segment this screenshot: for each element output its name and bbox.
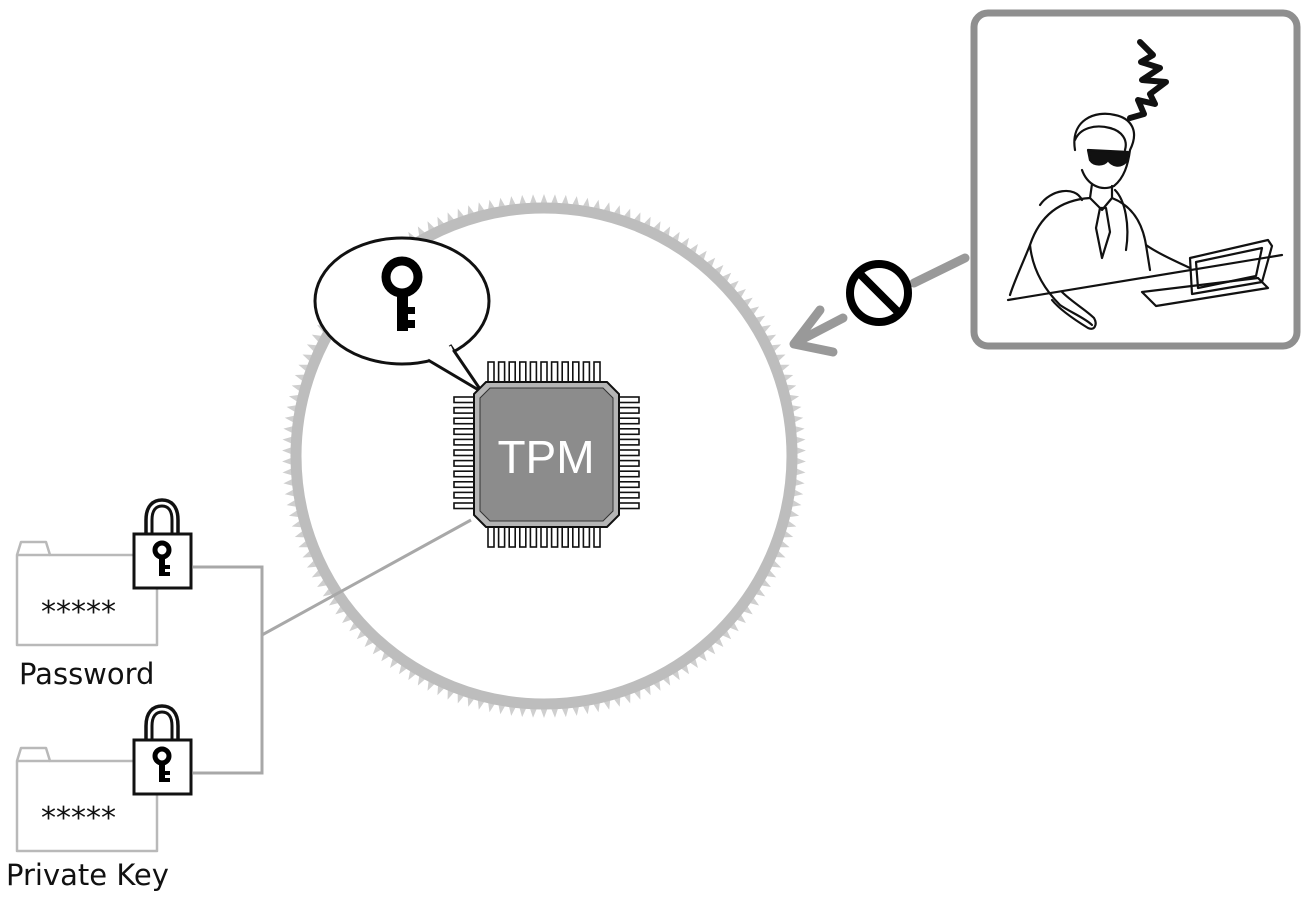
chip-pin [453,427,475,436]
tpm-chip: TPM [453,361,640,548]
padlock-icon [132,498,193,590]
chip-pin [453,396,475,404]
chip-pin [618,438,640,446]
chip-pin [571,361,580,383]
chip-pin [618,470,640,478]
chip-pin [487,361,495,383]
chip-pin [518,361,527,383]
key-icon [381,256,423,331]
chip-pin [529,526,538,548]
chip-pin [618,406,640,414]
chip-pin [618,396,640,404]
masked-value: ***** [41,801,116,836]
attacker-panel [970,9,1301,350]
chip-pin [618,491,640,499]
chip-pin [487,526,495,548]
chip-pin [497,526,506,548]
padlock-icon [132,704,193,796]
chip-pin [518,526,527,548]
chip-pin [550,526,559,548]
chip-pin [453,502,475,510]
chip-pin [453,417,475,425]
chip-pin [618,449,640,457]
folder-icon [15,746,159,853]
prohibited-icon [846,260,912,326]
chip-pin [582,361,591,383]
private-key-caption: Private Key [6,858,169,892]
password-file: ***** [15,498,193,647]
folder-icon [15,540,159,647]
chip-pin [618,459,640,467]
chip-pin [453,480,475,489]
chip-pin [453,459,475,467]
chip-pin [561,361,570,383]
chip-pin [453,406,475,414]
blocked-access-arrow [789,253,970,357]
chip-pin [540,361,548,383]
chip-pin [453,438,475,446]
chip-pin [453,470,475,478]
masked-value: ***** [41,595,116,630]
chip-pin [540,526,548,548]
chip-pin [618,502,640,510]
connector-lines [193,518,472,775]
private-key-file: ***** [15,704,193,853]
chip-pin [618,427,640,436]
chip-pin [550,361,559,383]
chip-pin [618,417,640,425]
chip-pin [593,526,601,548]
chip-pin [582,526,591,548]
hacker-with-laptop-icon [1006,39,1284,330]
chip-label: TPM [497,431,594,483]
chip-pin [561,526,570,548]
chip-pin [497,361,506,383]
chip-pin [453,449,475,457]
chip-pin [571,526,580,548]
chip-pin [508,526,517,548]
chip-pin [508,361,517,383]
chip-pin [618,480,640,489]
password-caption: Password [19,657,155,691]
chip-pin [453,491,475,499]
chip-pin [593,361,601,383]
chip-pin [529,361,538,383]
